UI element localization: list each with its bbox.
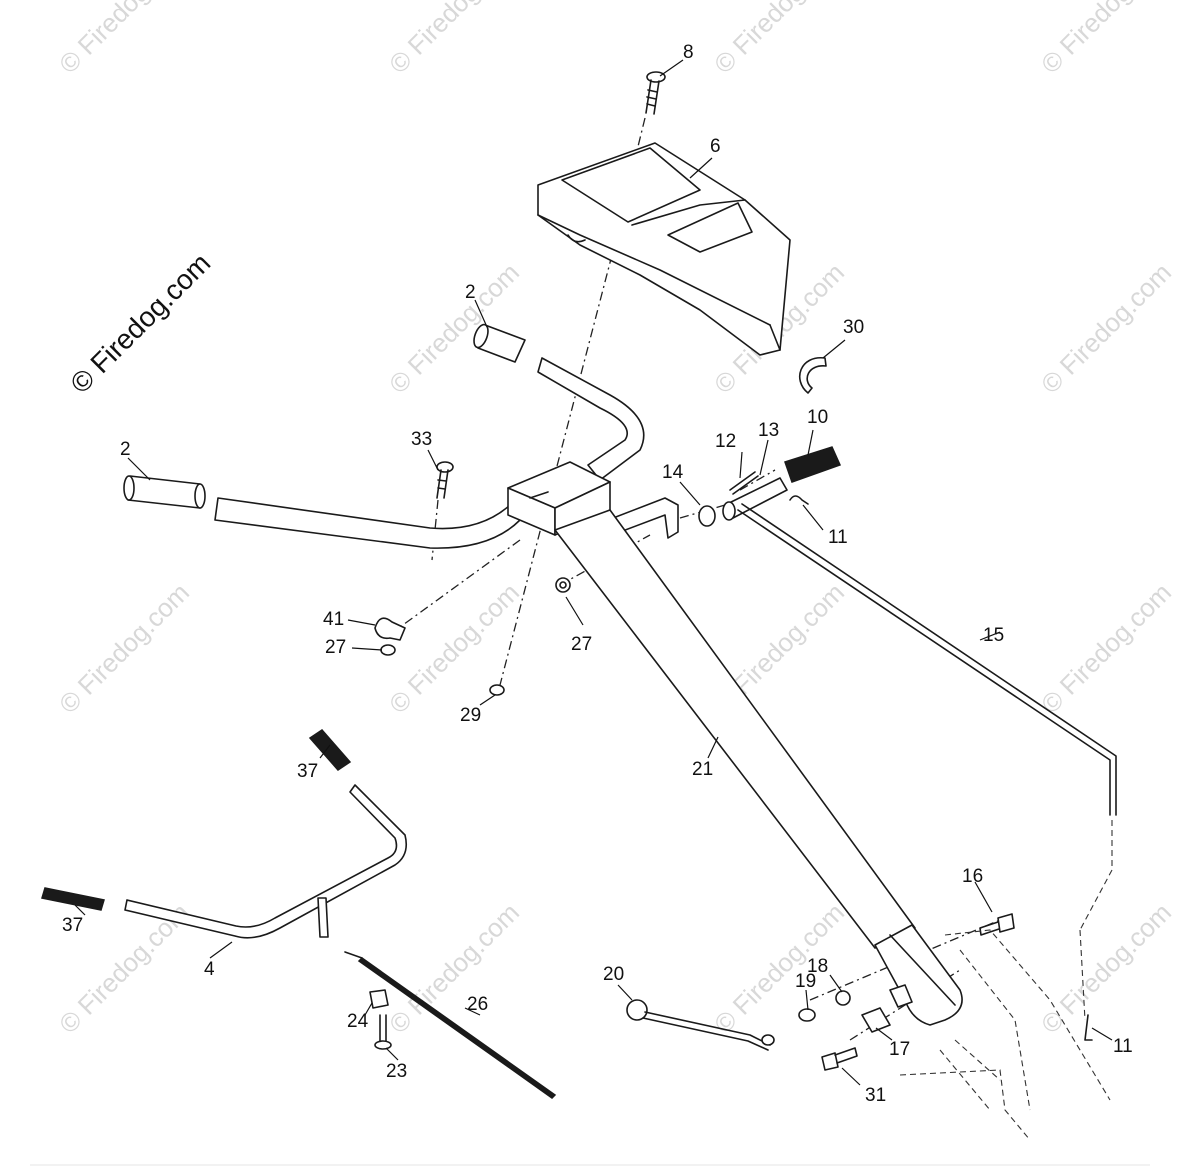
callout-27: 27 (571, 634, 592, 655)
bolt-part-12 (729, 471, 759, 495)
watermark: © Firedog.com (53, 0, 195, 79)
nut-part-27-left (380, 644, 396, 656)
rod-part-15-b (741, 503, 1117, 816)
pin-part-11-lower (1084, 1014, 1093, 1041)
tube-part-21 (554, 509, 963, 1026)
grip-part-37-upper (308, 729, 352, 771)
callout-24: 24 (347, 1011, 369, 1032)
clamp-part-41 (374, 617, 406, 641)
callout-14: 14 (662, 462, 684, 483)
watermark: © Firedog.com (383, 897, 525, 1039)
callout-4: 4 (204, 959, 215, 980)
rod-part-15 (737, 509, 1111, 816)
watermark: © Firedog.com (53, 577, 195, 719)
copyright-text: © Firedog.com (64, 247, 216, 399)
watermark: © Firedog.com (383, 257, 525, 399)
callout-37: 37 (297, 761, 318, 782)
leader-lines (74, 59, 1113, 1086)
handle-mount-block (507, 461, 611, 536)
nut-part-18 (835, 990, 851, 1006)
bolt-part-31 (821, 1047, 858, 1071)
callout-18: 18 (807, 956, 828, 977)
watermark: © Firedog.com (1035, 577, 1177, 719)
nut-part-29 (489, 684, 505, 696)
callout-30: 30 (843, 317, 864, 338)
watermark: © Firedog.com (708, 897, 850, 1039)
screw-part-8 (645, 71, 666, 115)
callout-37: 37 (62, 915, 83, 936)
callout-27: 27 (325, 637, 346, 658)
callout-6: 6 (710, 136, 721, 157)
callout-33: 33 (411, 429, 432, 450)
shift-rod-part-20 (626, 999, 775, 1051)
callout-10: 10 (807, 407, 828, 428)
pin-part-11-upper (789, 495, 809, 505)
watermark: © Firedog.com (383, 0, 525, 79)
nut-part-27-center (555, 577, 571, 593)
callout-13: 13 (758, 420, 779, 441)
callout-16: 16 (962, 866, 983, 887)
watermark: © Firedog.com (1035, 257, 1177, 399)
callout-11: 11 (1113, 1036, 1133, 1057)
callout-12: 12 (715, 431, 736, 452)
callout-2: 2 (465, 282, 476, 303)
cable-part-26 (344, 951, 557, 1099)
callout-19: 19 (795, 971, 816, 992)
callout-20: 20 (603, 964, 624, 985)
grip-part-37-lower (41, 887, 105, 911)
clip-part-24 (369, 989, 389, 1009)
pad-part-17-b (889, 984, 913, 1008)
callout-29: 29 (460, 705, 481, 726)
callout-17: 17 (889, 1039, 910, 1060)
callouts: 8 6 2 30 33 2 10 12 13 14 11 41 27 27 15… (62, 42, 1133, 1106)
callout-26: 26 (467, 994, 488, 1015)
grip-part-2-upper (473, 323, 526, 363)
transmission-outline (899, 929, 1111, 1141)
handlebar (214, 494, 531, 549)
callout-41: 41 (323, 609, 344, 630)
washer-part-19 (798, 1008, 816, 1022)
lever-part-13 (722, 477, 788, 521)
watermark: © Firedog.com (1035, 0, 1177, 79)
bail-part-4 (124, 784, 408, 939)
grip-part-10 (784, 446, 842, 483)
watermark: © Firedog.com (708, 0, 850, 79)
callout-11: 11 (828, 527, 848, 548)
clip-part-30 (798, 357, 827, 394)
bolt-part-16 (979, 913, 1015, 936)
callout-2: 2 (120, 439, 131, 460)
console-part-6 (537, 142, 791, 356)
handlebar-right-arm (537, 357, 645, 481)
callout-31: 31 (865, 1085, 886, 1106)
pad-part-17 (861, 1007, 891, 1033)
callout-21: 21 (692, 759, 713, 780)
bolt-part-23 (374, 1014, 392, 1050)
watermark: © Firedog.com (1035, 897, 1177, 1039)
callout-15: 15 (983, 625, 1004, 646)
callout-8: 8 (683, 42, 694, 63)
callout-23: 23 (386, 1061, 407, 1082)
grip-part-2-left (123, 475, 206, 509)
watermark: © Firedog.com (383, 577, 525, 719)
spacer-part-14 (698, 505, 716, 527)
bolt-part-33 (436, 461, 454, 499)
